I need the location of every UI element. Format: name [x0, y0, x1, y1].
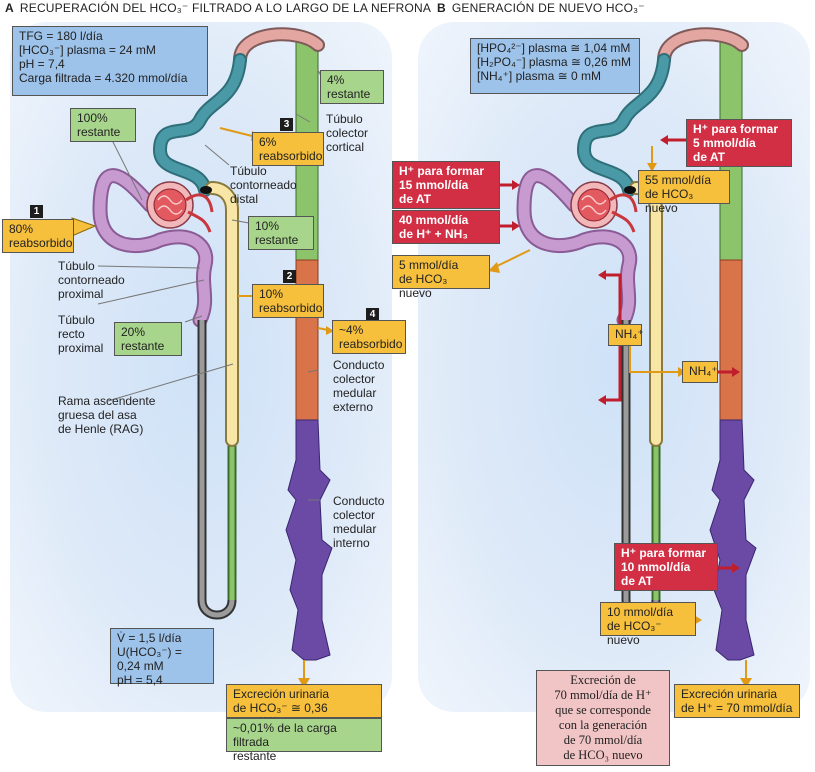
reabsorbed-4-box: ~4% reabsorbido: [332, 320, 406, 354]
panel-a-letter: A: [5, 1, 14, 15]
remaining-4-box: 4% restante: [320, 70, 384, 104]
plasma-line-3: pH = 7,4: [19, 57, 65, 71]
excretion-note-text: Excreción de 70 mmol/día de H⁺ que se co…: [554, 673, 652, 762]
panel-a-header: A RECUPERACIÓN DEL HCO₃⁻ FILTRADO A LO LA…: [5, 1, 431, 15]
plasma-buffers-box: [HPO₄²⁻] plasma ≅ 1,04 mM [H₂PO₄⁻] plasm…: [470, 38, 640, 94]
h-nh3-40-box: 40 mmol/día de H⁺ + NH₃: [392, 210, 500, 244]
urine-info-box: V̇ = 1,5 l/día U(HCO₃⁻) = 0,24 mM pH = 5…: [110, 628, 214, 687]
remaining-100-box: 100% restante: [70, 108, 136, 142]
step-4-badge: 4: [366, 308, 379, 321]
remaining-10-text: 10% restante: [255, 219, 299, 247]
plasma-line-2: [HCO₃⁻] plasma = 24 mM: [19, 43, 156, 57]
label-thick-ascending-limb: Rama ascendente gruesa del asa de Henle …: [58, 394, 156, 436]
urine-line-2: U(HCO₃⁻) = 0,24 mM: [117, 645, 182, 673]
panel-a-title: RECUPERACIÓN DEL HCO₃⁻ FILTRADO A LO LAR…: [19, 1, 432, 15]
excretion-remaining-box: ~0,01% de la carga filtrada restante: [226, 718, 382, 763]
label-proximal-convoluted-tubule: Túbulo contorneado proximal: [58, 259, 125, 301]
remaining-20-box: 20% restante: [114, 322, 182, 356]
label-distal-convoluted-tubule: Túbulo contorneado distal: [230, 164, 297, 206]
h-nh3-40-text: 40 mmol/día de H⁺ + NH₃: [399, 213, 469, 241]
panel-b-letter: B: [437, 1, 446, 15]
label-outer-medullary-collecting-duct: Conducto colector medular externo: [333, 358, 385, 414]
buffer-line-3: [NH₄⁺] plasma ≅ 0 mM: [477, 69, 601, 83]
reabsorbed-80-text: 80% reabsorbido: [9, 222, 73, 250]
panel-b-title: GENERACIÓN DE NUEVO HCO₃⁻: [451, 1, 645, 15]
nh4-left-text: NH₄⁺: [615, 327, 644, 341]
nh4-right-box: NH₄⁺: [682, 361, 718, 383]
h-excretion-text: Excreción urinaria de H⁺ = 70 mmol/día: [681, 687, 793, 715]
step-2-badge: 2: [283, 270, 296, 283]
buffer-line-2: [H₂PO₄⁻] plasma ≅ 0,26 mM: [477, 55, 631, 69]
label-cortical-collecting-tubule: Túbulo colector cortical: [326, 112, 369, 154]
urine-line-1: V̇ = 1,5 l/día: [117, 631, 182, 645]
new-hco3-5-box: 5 mmol/día de HCO₃ nuevo: [392, 255, 490, 300]
h-15-ta-text: H⁺ para formar 15 mmol/día de AT: [399, 164, 485, 206]
plasma-line-1: TFG = 180 l/día: [19, 29, 103, 43]
excretion-remaining-text: ~0,01% de la carga filtrada restante: [233, 721, 337, 763]
step-1-badge: 1: [30, 205, 43, 218]
new-hco3-5-text: 5 mmol/día de HCO₃ nuevo: [399, 258, 459, 300]
remaining-20-text: 20% restante: [121, 325, 165, 353]
reabsorbed-10-text: 10% reabsorbido: [259, 287, 323, 315]
remaining-4-text: 4% restante: [327, 73, 371, 101]
new-hco3-55-text: 55 mmol/día de HCO₃ nuevo: [645, 173, 712, 215]
urine-line-3: pH = 5,4: [117, 673, 163, 687]
h-10-ta-text: H⁺ para formar 10 mmol/día de AT: [621, 546, 707, 588]
buffer-line-1: [HPO₄²⁻] plasma ≅ 1,04 mM: [477, 41, 631, 55]
h-10-ta-box: H⁺ para formar 10 mmol/día de AT: [614, 543, 718, 591]
h-15-ta-box: H⁺ para formar 15 mmol/día de AT: [392, 161, 500, 209]
new-hco3-55-box: 55 mmol/día de HCO₃ nuevo: [638, 170, 730, 215]
reabsorbed-80-box: 80% reabsorbido: [2, 219, 74, 253]
nh4-right-text: NH₄⁺: [689, 364, 718, 378]
step-3-badge: 3: [280, 118, 293, 131]
reabsorbed-6-text: 6% reabsorbido: [259, 135, 323, 163]
label-proximal-straight-tubule: Túbulo recto proximal: [58, 313, 104, 355]
nh4-left-box: NH₄⁺: [608, 324, 644, 346]
reabsorbed-6-box: 6% reabsorbido: [252, 132, 324, 166]
reabsorbed-10-box: 10% reabsorbido: [252, 284, 324, 318]
label-inner-medullary-collecting-duct: Conducto colector medular interno: [333, 494, 385, 550]
plasma-line-4: Carga filtrada = 4.320 mmol/día: [19, 71, 188, 85]
remaining-100-text: 100% restante: [77, 111, 121, 139]
h-5-ta-text: H⁺ para formar 5 mmol/día de AT: [693, 122, 779, 164]
h-excretion-box: Excreción urinaria de H⁺ = 70 mmol/día: [674, 684, 800, 718]
panel-b-header: B GENERACIÓN DE NUEVO HCO₃⁻: [437, 1, 645, 15]
plasma-info-box: TFG = 180 l/día [HCO₃⁻] plasma = 24 mM p…: [12, 26, 208, 96]
hco3-excretion-box: Excreción urinaria de HCO₃⁻ ≅ 0,36 mmol/…: [226, 684, 382, 729]
new-hco3-10-box: 10 mmol/día de HCO₃⁻ nuevo: [600, 602, 696, 647]
new-hco3-10-text: 10 mmol/día de HCO₃⁻ nuevo: [607, 605, 674, 647]
excretion-note-box: Excreción de 70 mmol/día de H⁺ que se co…: [536, 670, 670, 766]
remaining-10-box: 10% restante: [248, 216, 314, 250]
h-5-ta-box: H⁺ para formar 5 mmol/día de AT: [686, 119, 792, 167]
reabsorbed-4-text: ~4% reabsorbido: [339, 323, 403, 351]
